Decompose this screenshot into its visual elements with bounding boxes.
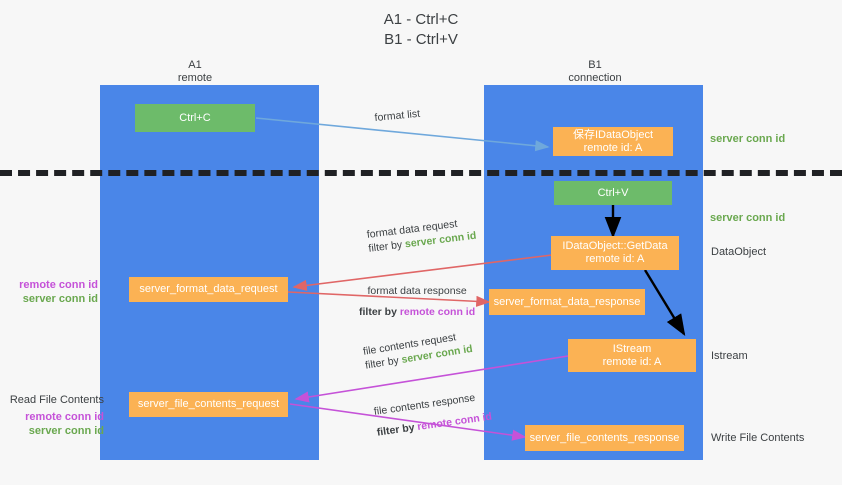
diagram-title: A1 - Ctrl+C B1 - Ctrl+V [0, 10, 842, 50]
column-header-a1: A1 remote [130, 59, 260, 85]
left-label-server-conn-id-mid: server conn id [22, 293, 98, 305]
label-fdres-filter-prefix: filter by [359, 306, 400, 318]
box-server-format-data-request-label: server_format_data_request [139, 283, 278, 295]
box-istream-line1: IStream [612, 342, 652, 355]
box-server-format-data-response[interactable]: server_format_data_response [489, 289, 645, 315]
box-server-format-data-response-label: server_format_data_response [493, 295, 641, 308]
arrow-format-data-response [287, 291, 491, 307]
box-istream[interactable]: IStream remote id: A [568, 339, 696, 372]
label-format-data-response-line1: format data response [367, 285, 467, 297]
right-label-server-conn-id-mid: server conn id [710, 212, 786, 224]
left-label-group-file: Read File Contents remote conn id server… [4, 393, 104, 438]
arrow-format-list [255, 117, 550, 152]
left-label-server-conn-id-low: server conn id [28, 425, 104, 437]
arrow-file-contents-request [294, 355, 569, 403]
title-line-2: B1 - Ctrl+V [384, 31, 458, 48]
box-ctrl-c-label: Ctrl+C [179, 111, 211, 124]
box-save-idataobject-line2: remote id: A [583, 141, 643, 154]
right-label-dataobject: DataObject [711, 246, 767, 258]
box-ctrl-v-label: Ctrl+V [597, 186, 629, 199]
arrow-file-contents-response [289, 403, 527, 441]
box-server-file-contents-response[interactable]: server_file_contents_response [525, 425, 684, 451]
box-idataobject-getdata-line2: remote id: A [585, 253, 645, 265]
box-server-file-contents-request-label: server_file_contents_request [137, 398, 280, 410]
box-server-file-contents-request[interactable]: server_file_contents_request [129, 392, 288, 417]
left-label-read-file-contents: Read File Contents [9, 394, 104, 406]
right-label-write-file-contents: Write File Contents [711, 432, 805, 444]
column-b1-name: B1 [588, 59, 602, 71]
box-save-idataobject[interactable]: 保存IDataObject remote id: A [553, 127, 673, 156]
box-ctrl-v[interactable]: Ctrl+V [554, 181, 672, 205]
arrow-getdata-to-istream [643, 269, 686, 337]
column-header-b1: B1 connection [530, 59, 660, 85]
box-idataobject-getdata[interactable]: IDataObject::GetData remote id: A [551, 236, 679, 270]
box-save-idataobject-line1: 保存IDataObject [572, 128, 654, 141]
left-label-group-format: remote conn id server conn id [8, 278, 98, 306]
left-label-remote-conn-id-mid: remote conn id [19, 279, 98, 291]
label-fdres-filter-value: remote conn id [399, 306, 476, 318]
arrow-format-data-request [292, 254, 553, 291]
label-format-data-response-line2: filter by remote conn id [359, 305, 475, 319]
right-label-istream: Istream [711, 350, 748, 362]
box-server-format-data-request[interactable]: server_format_data_request [129, 277, 288, 302]
title-line-1: A1 - Ctrl+C [383, 11, 459, 28]
box-istream-line2: remote id: A [602, 355, 662, 368]
column-a1-name: A1 [188, 59, 202, 71]
left-label-remote-conn-id-low: remote conn id [25, 411, 104, 423]
box-ctrl-c[interactable]: Ctrl+C [135, 104, 255, 132]
label-format-data-response: format data response filter by remote co… [359, 284, 475, 319]
phase-divider [0, 170, 842, 176]
right-label-server-conn-id-top: server conn id [710, 133, 786, 145]
box-idataobject-getdata-line1: IDataObject::GetData [562, 240, 668, 252]
column-b1-sub: connection [568, 72, 622, 84]
column-a1-sub: remote [177, 72, 213, 84]
box-server-file-contents-response-label: server_file_contents_response [529, 431, 680, 444]
